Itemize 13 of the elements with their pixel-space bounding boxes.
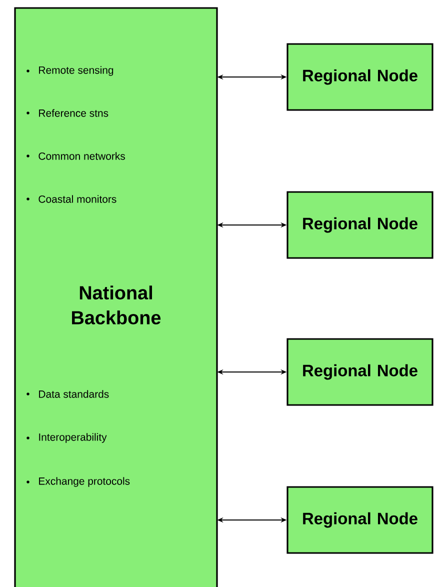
- bullet-item: Reference stns: [26, 109, 108, 117]
- bullet-item: Common networks: [26, 152, 125, 160]
- regional-node-box: Regional Node: [286, 191, 434, 259]
- regional-node-box: Regional Node: [286, 486, 434, 554]
- bullet-item: Data standards: [26, 390, 109, 398]
- bullet-item: Coastal monitors: [26, 195, 116, 203]
- bullet-item: Interoperability: [26, 433, 107, 443]
- bullet-item: Exchange protocols: [26, 477, 130, 487]
- bullet-item: Remote sensing: [26, 66, 114, 76]
- regional-node-box: Regional Node: [286, 338, 434, 406]
- backbone-box: [14, 7, 218, 587]
- regional-node-box: Regional Node: [286, 43, 434, 111]
- title-text: National Backbone: [72, 286, 161, 324]
